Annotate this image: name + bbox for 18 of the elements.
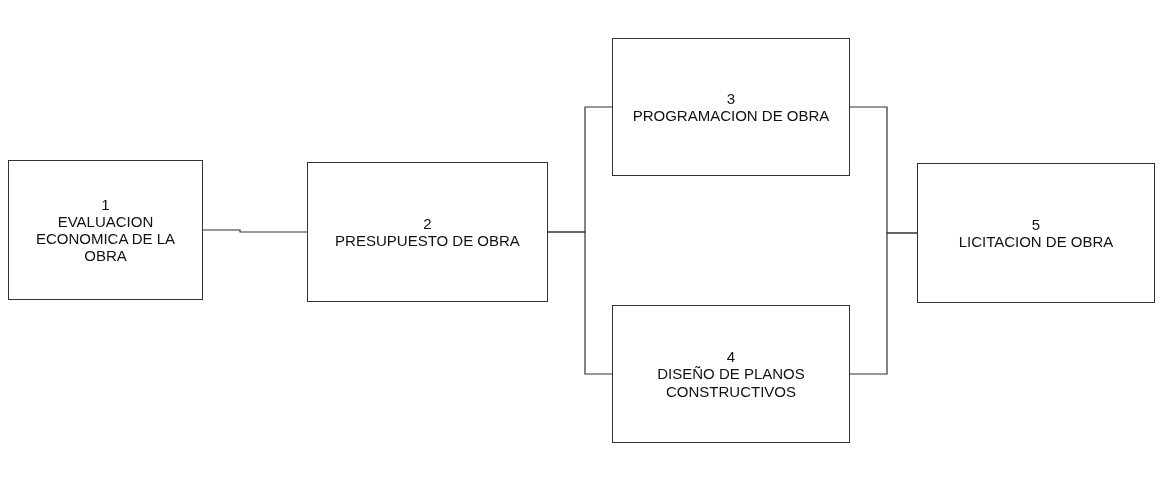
step-number: 4 <box>726 348 736 366</box>
connector-line <box>547 231 613 375</box>
process-box <box>8 160 203 300</box>
step-label: PROGRAMACION DE OBRA <box>632 107 830 125</box>
connector-line <box>202 229 308 233</box>
step-label: LICITACION DE OBRA <box>958 233 1114 251</box>
step-label: DISEÑO DE PLANOS CONSTRUCTIVOS <box>656 365 806 400</box>
connector-line <box>849 232 918 375</box>
process-box <box>917 163 1155 303</box>
process-box <box>612 305 850 443</box>
step-number: 2 <box>423 214 432 232</box>
step-number: 1 <box>101 195 110 213</box>
step-number: 3 <box>726 89 736 107</box>
process-box <box>612 38 850 176</box>
step-number: 5 <box>1031 215 1041 233</box>
step-label: PRESUPUESTO DE OBRA <box>335 232 520 250</box>
step-label: EVALUACION ECONOMICA DE LA OBRA <box>34 212 177 265</box>
process-box <box>307 162 548 302</box>
